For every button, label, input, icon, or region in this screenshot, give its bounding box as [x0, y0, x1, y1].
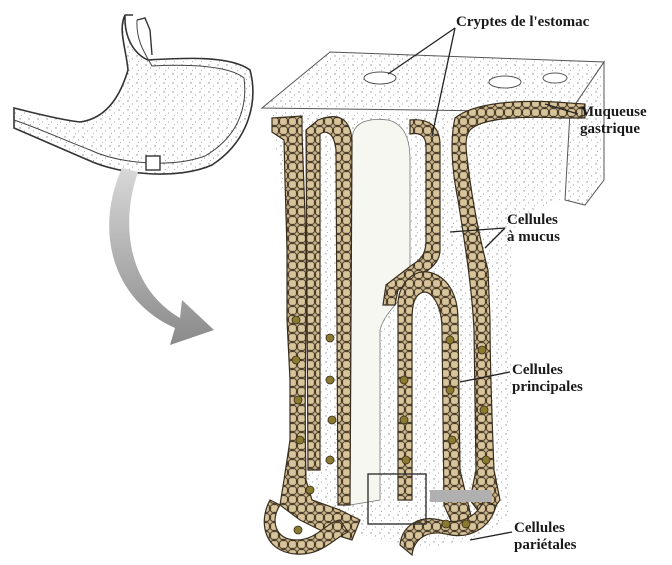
label-principales-line1: Cellules: [512, 362, 583, 379]
detail-box: [146, 156, 160, 170]
crypt-opening-2: [489, 76, 521, 88]
zoom-arrow: [109, 168, 214, 345]
label-cellules-mucus: Cellules à mucus: [507, 212, 560, 246]
label-cryptes-text: Cryptes de l'estomac: [456, 14, 589, 31]
label-parietales-line1: Cellules: [514, 520, 576, 537]
label-muqueuse-line2: gastrique: [580, 121, 647, 138]
base-grey-band: [430, 490, 492, 502]
mucosa-block: [262, 52, 604, 555]
label-mucus-line2: à mucus: [507, 229, 560, 246]
crypt-opening-3: [543, 73, 567, 83]
label-parietales-line2: pariétales: [514, 537, 576, 554]
label-mucus-line1: Cellules: [507, 212, 560, 229]
stomach-drawing: [14, 15, 253, 174]
label-muqueuse-line1: Muqueuse: [580, 104, 647, 121]
label-principales-line2: principales: [512, 379, 583, 396]
crypt-opening-1: [364, 72, 396, 84]
label-cellules-principales: Cellules principales: [512, 362, 583, 396]
label-muqueuse: Muqueuse gastrique: [580, 104, 647, 138]
label-cellules-parietales: Cellules pariétales: [514, 520, 576, 554]
label-cryptes: Cryptes de l'estomac: [456, 14, 589, 31]
stomach-body: [14, 15, 253, 174]
